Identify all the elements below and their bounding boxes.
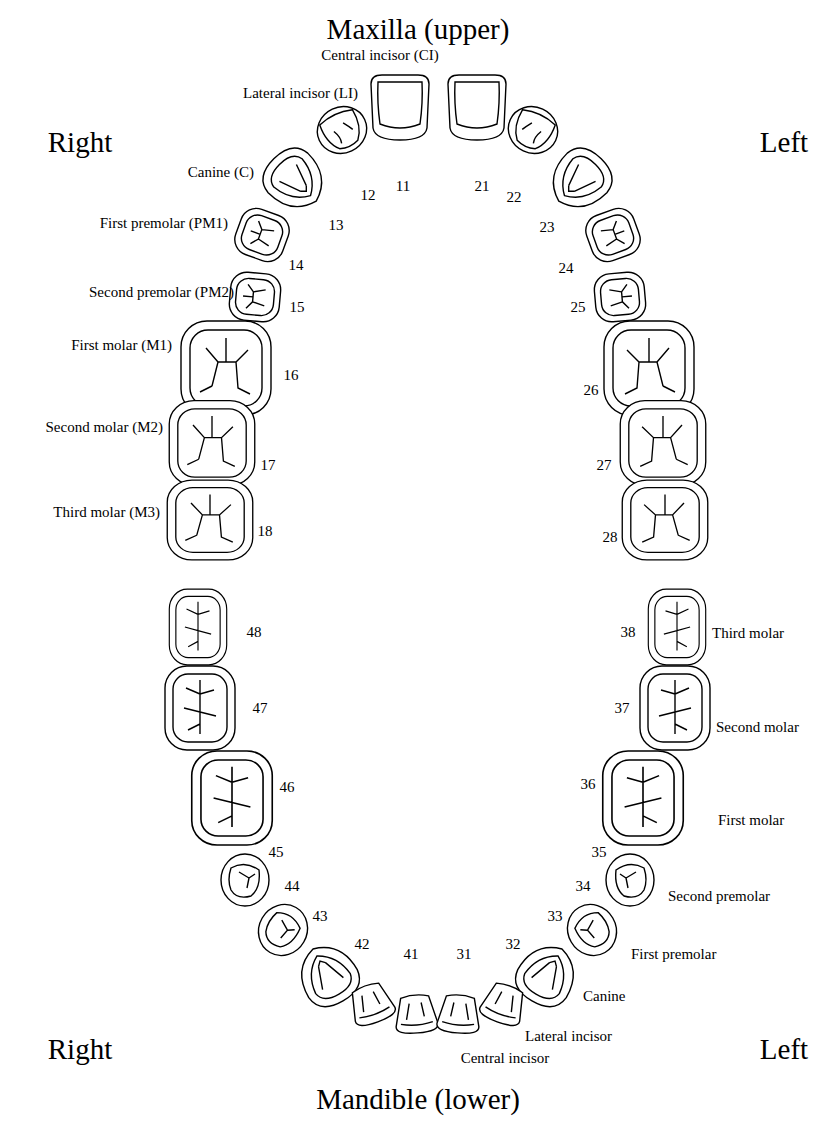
tooth-number: 43 xyxy=(313,908,328,925)
tooth-name: First premolar xyxy=(631,946,716,963)
tooth-number: 28 xyxy=(603,529,618,546)
tooth-number: 48 xyxy=(247,624,262,641)
tooth-number: 18 xyxy=(258,523,273,540)
tooth-name: Canine xyxy=(583,988,626,1005)
tooth-number: 38 xyxy=(621,624,636,641)
side-label: Right xyxy=(48,127,112,159)
tooth-number: 41 xyxy=(404,946,419,963)
tooth-number: 24 xyxy=(559,260,574,277)
tooth-number: 13 xyxy=(329,217,344,234)
tooth-number: 25 xyxy=(571,299,586,316)
tooth-name: Second molar xyxy=(716,719,799,736)
tooth-name: Lateral incisor (LI) xyxy=(243,85,358,102)
tooth-number: 12 xyxy=(361,187,376,204)
tooth-number: 33 xyxy=(548,908,563,925)
tooth-name: Second premolar xyxy=(668,888,770,905)
tooth-number: 37 xyxy=(615,700,630,717)
tooth-number: 27 xyxy=(597,457,612,474)
tooth-name: Central incisor (CI) xyxy=(321,47,438,64)
tooth-name: First premolar (PM1) xyxy=(100,215,228,232)
tooth-number: 22 xyxy=(507,189,522,206)
side-label: Right xyxy=(48,1034,112,1066)
tooth-name: First molar xyxy=(718,812,784,829)
tooth-name: Lateral incisor xyxy=(525,1028,612,1045)
tooth-name: Second premolar (PM2) xyxy=(89,284,234,301)
tooth-number: 11 xyxy=(396,178,410,195)
tooth-number: 36 xyxy=(581,776,596,793)
tooth-number: 15 xyxy=(290,299,305,316)
tooth-name: Canine (C) xyxy=(188,164,254,181)
heading: Maxilla (upper) xyxy=(327,14,510,46)
heading: Mandible (lower) xyxy=(316,1084,520,1116)
tooth-number: 32 xyxy=(506,936,521,953)
tooth-number: 47 xyxy=(253,700,268,717)
side-label: Left xyxy=(760,127,808,159)
tooth-number: 16 xyxy=(284,367,299,384)
tooth-name: Central incisor xyxy=(461,1050,550,1067)
tooth-number: 26 xyxy=(584,382,599,399)
tooth-number: 14 xyxy=(289,257,304,274)
tooth-number: 45 xyxy=(269,844,284,861)
tooth-number: 21 xyxy=(475,178,490,195)
tooth-number: 17 xyxy=(261,457,276,474)
tooth-number: 34 xyxy=(576,878,591,895)
tooth-name: Second molar (M2) xyxy=(46,419,163,436)
tooth-name: First molar (M1) xyxy=(71,337,172,354)
tooth-name: Third molar xyxy=(712,625,784,642)
tooth-number: 44 xyxy=(285,878,300,895)
tooth-number: 42 xyxy=(355,936,370,953)
tooth-number: 35 xyxy=(592,844,607,861)
tooth-name: Third molar (M3) xyxy=(53,504,160,521)
tooth-number: 46 xyxy=(280,779,295,796)
side-label: Left xyxy=(760,1034,808,1066)
tooth-number: 31 xyxy=(457,946,472,963)
tooth-number: 23 xyxy=(540,219,555,236)
